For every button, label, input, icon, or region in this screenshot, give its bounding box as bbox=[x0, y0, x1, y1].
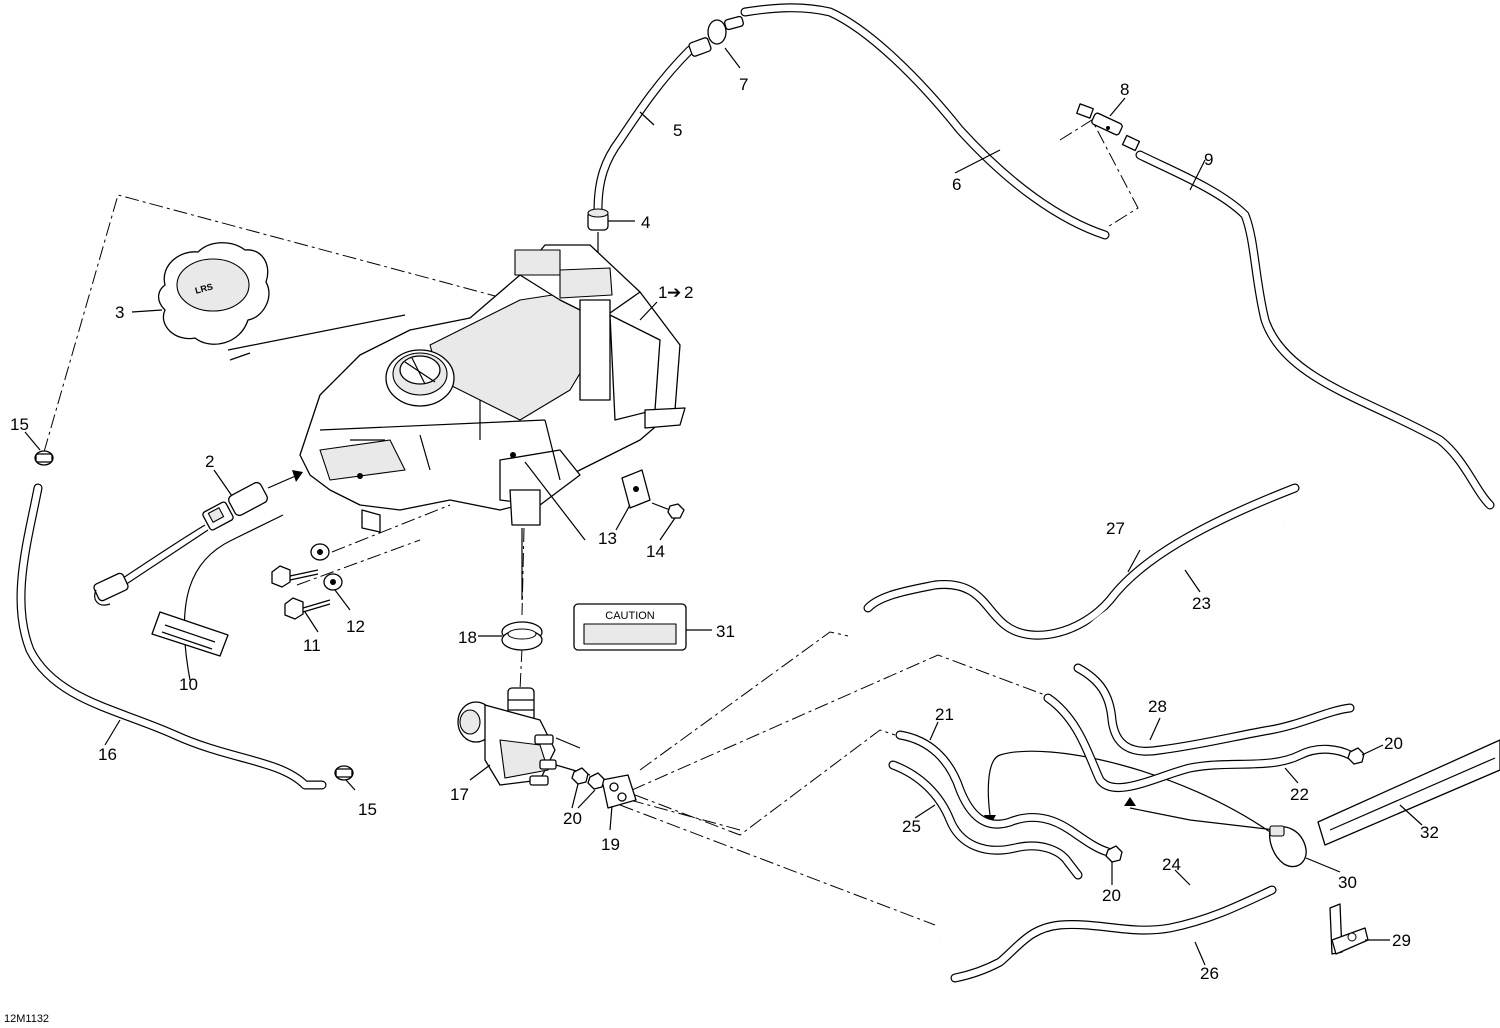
fuel-cap: LRS bbox=[157, 242, 270, 345]
sender-2 bbox=[93, 481, 268, 606]
callout-16: 16 bbox=[98, 745, 117, 764]
assembly-arrows bbox=[267, 232, 1136, 826]
hose-26 bbox=[950, 885, 1277, 983]
screw-14 bbox=[651, 502, 685, 519]
cap-logo: LRS bbox=[194, 281, 214, 295]
check-valve-7 bbox=[688, 15, 744, 57]
bracket-29 bbox=[1329, 903, 1369, 955]
bolts-11 bbox=[271, 565, 331, 620]
nut-20-upper bbox=[1347, 747, 1365, 765]
callout-28: 28 bbox=[1148, 697, 1167, 716]
diagram-id: 12M1132 bbox=[4, 1013, 49, 1025]
callout-27: 27 bbox=[1106, 519, 1125, 538]
caution-text: CAUTION bbox=[605, 610, 655, 622]
callout-31: 31 bbox=[716, 622, 735, 641]
callout-6: 6 bbox=[952, 175, 961, 194]
callout-22: 22 bbox=[1290, 785, 1309, 804]
callout-numbers: 1 ➔ 2 2 3 4 5 6 7 8 9 10 11 12 13 14 15 … bbox=[10, 75, 1439, 983]
callout-11: 11 bbox=[303, 636, 321, 655]
tape-32 bbox=[1317, 739, 1500, 846]
callout-25: 25 bbox=[902, 817, 921, 836]
plate-13 bbox=[621, 469, 651, 509]
washers-12 bbox=[310, 543, 343, 591]
callout-21: 21 bbox=[935, 705, 954, 724]
callout-26: 26 bbox=[1200, 964, 1219, 983]
callout-2: 2 bbox=[205, 452, 214, 471]
plate-19 bbox=[601, 774, 637, 809]
callout-15-bottom: 15 bbox=[358, 800, 377, 819]
callout-18: 18 bbox=[458, 628, 477, 647]
callout-15-top: 15 bbox=[10, 415, 29, 434]
callout-13: 13 bbox=[598, 529, 617, 548]
callout-1: 1 bbox=[658, 283, 667, 302]
hose-22 bbox=[1043, 693, 1355, 793]
callout-30: 30 bbox=[1338, 873, 1357, 892]
callout-7: 7 bbox=[739, 75, 748, 94]
hose-5 bbox=[593, 45, 695, 215]
hose-6 bbox=[740, 3, 1110, 240]
callout-14: 14 bbox=[646, 542, 665, 561]
callout-17: 17 bbox=[450, 785, 469, 804]
clamp-18 bbox=[501, 621, 543, 651]
callout-10: 10 bbox=[179, 675, 198, 694]
callout-3: 3 bbox=[115, 303, 124, 322]
callout-19: 19 bbox=[601, 835, 620, 854]
clamp-15-top bbox=[34, 450, 54, 466]
hose-9 bbox=[1135, 150, 1495, 510]
hose-28 bbox=[1073, 663, 1355, 756]
hose-23 bbox=[847, 523, 1286, 663]
callout-24: 24 bbox=[1162, 855, 1181, 874]
caution-label-31: CAUTION bbox=[573, 603, 687, 651]
fuel-pump-17 bbox=[457, 687, 591, 786]
callout-12: 12 bbox=[346, 617, 365, 636]
callout-32: 32 bbox=[1420, 823, 1439, 842]
callout-9: 9 bbox=[1204, 150, 1213, 169]
sensor-8 bbox=[1076, 103, 1141, 152]
callout-4: 4 bbox=[641, 213, 650, 232]
strap-30 bbox=[1268, 825, 1307, 868]
callout-20-lower: 20 bbox=[1102, 886, 1121, 905]
callout-23: 23 bbox=[1192, 594, 1211, 613]
hose-27 bbox=[863, 483, 1300, 640]
callout-arrow: ➔ bbox=[667, 283, 681, 302]
warning-label-10 bbox=[151, 611, 229, 657]
callout-1-target: 2 bbox=[684, 283, 693, 302]
callout-8: 8 bbox=[1120, 80, 1129, 99]
hose-25 bbox=[888, 760, 1083, 880]
nuts-20-pump bbox=[571, 767, 605, 790]
assembly-guide-lines bbox=[43, 119, 1276, 926]
callout-20-upper: 20 bbox=[1384, 734, 1403, 753]
nut-20-lower bbox=[1105, 845, 1123, 863]
hose-24 bbox=[939, 831, 1272, 942]
fuel-tank bbox=[299, 244, 686, 600]
clamp-15-bottom bbox=[334, 765, 354, 781]
leader-lines bbox=[24, 47, 1423, 966]
callout-5: 5 bbox=[673, 121, 682, 140]
callout-20-pump: 20 bbox=[563, 809, 582, 828]
callout-29: 29 bbox=[1392, 931, 1411, 950]
hose-16 bbox=[16, 483, 327, 790]
fitting-4 bbox=[587, 208, 609, 231]
hose-21 bbox=[895, 730, 1113, 857]
